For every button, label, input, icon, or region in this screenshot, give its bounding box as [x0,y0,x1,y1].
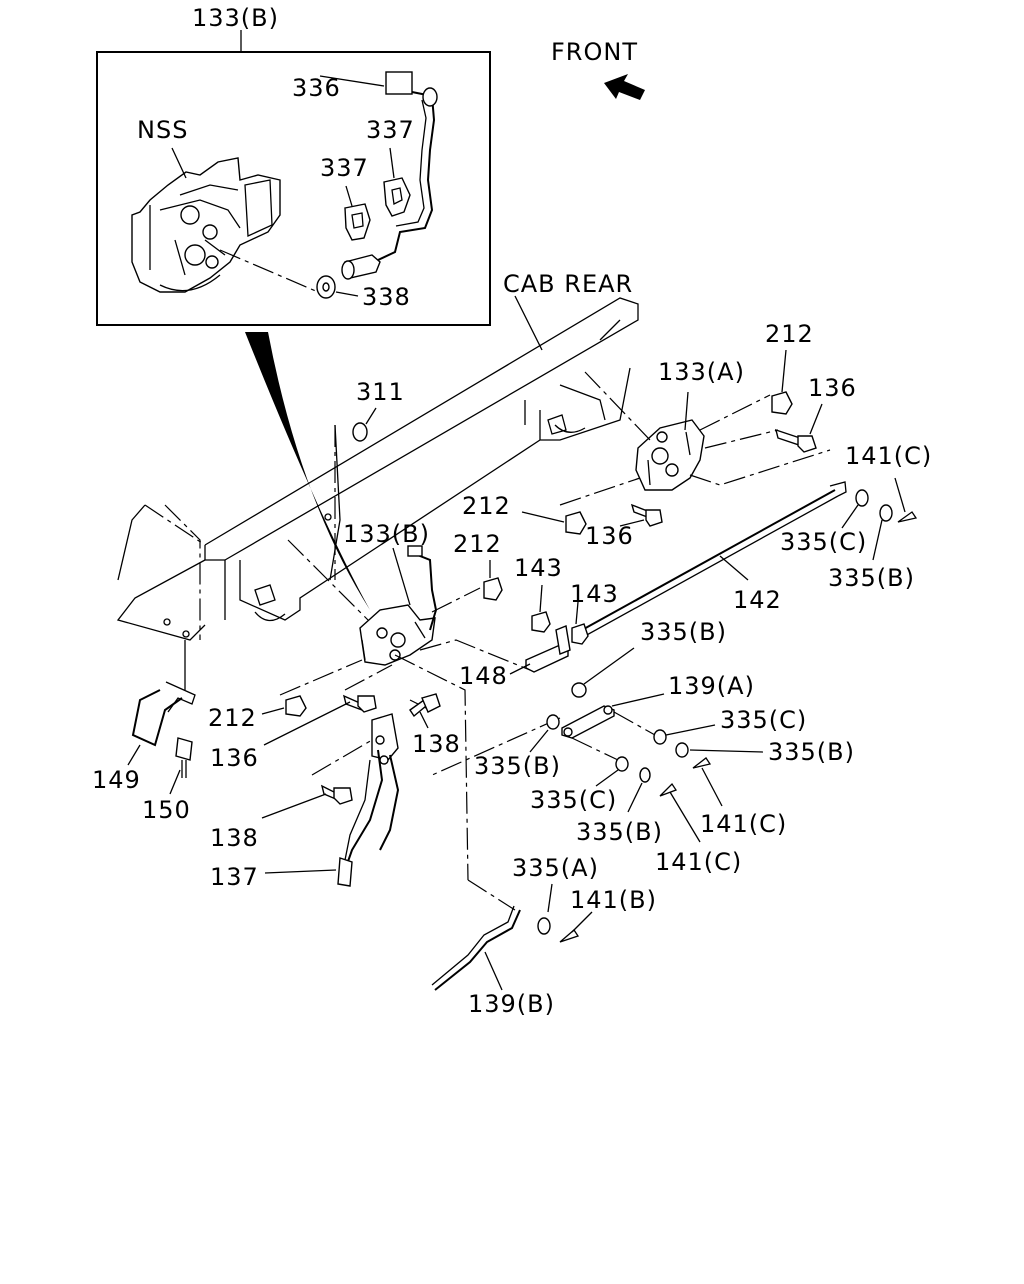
label-138-a: 138 [412,730,461,758]
label-141c-b: 141(C) [655,848,742,876]
label-212-d: 212 [208,704,257,732]
washers-mid-right: 335(C) 335(B) [653,706,855,766]
label-141c-c: 141(C) [700,810,787,838]
inset-frame [96,51,491,326]
label-141c-a: 141(C) [845,442,932,470]
cab-rear-crossmember: CAB REAR [116,270,639,690]
label-212-a: 212 [765,320,814,348]
label-311: 311 [356,378,405,406]
label-335b-d: 335(B) [474,752,561,780]
label-cab-rear: CAB REAR [503,270,633,298]
label-335b-b: 335(B) [640,618,727,646]
rod-139b: 139(B) [431,879,555,1018]
label-138-b: 138 [210,824,259,852]
label-212-c: 212 [453,530,502,558]
label-149: 149 [92,766,141,794]
label-338: 338 [362,283,411,311]
label-148: 148 [459,662,508,690]
bolt-136-c: 136 [210,694,377,772]
label-335c-c: 335(C) [530,786,617,814]
label-136-b: 136 [585,522,634,550]
front-indicator: FRONT [551,38,645,100]
label-nss: NSS [137,116,188,144]
nut-212-a: 212 [765,320,814,415]
label-139a: 139(A) [668,672,755,700]
latch-133a: 133(A) [559,358,831,506]
rod-142: 142 [581,481,847,637]
label-136-a: 136 [808,374,857,402]
label-143-a: 143 [514,554,563,582]
label-212-b: 212 [462,492,511,520]
bolt-136-b: 136 [585,503,663,550]
label-133a: 133(A) [658,358,745,386]
label-336: 336 [292,74,341,102]
nut-212-d: 212 [208,695,307,732]
label-137: 137 [210,863,259,891]
label-front: FRONT [551,38,638,66]
label-335a: 335(A) [512,854,599,882]
label-335b-a: 335(B) [828,564,915,592]
clip-141c-a: 141(C) [845,442,932,523]
part-311: 311 [352,378,405,442]
stay-149-bolt-150: 149 150 [92,681,196,824]
nss-switch-assembly: NSS [131,116,281,293]
lever-assembly: 137 [210,713,400,891]
washer-335b-b: 335(B) [571,618,727,698]
label-337-upper: 337 [366,116,415,144]
connector-336 [385,71,413,95]
switch-harness: 336 [292,71,438,280]
label-133b: 133(B) [343,520,430,548]
label-337-lower: 337 [320,154,369,182]
washer-338: 338 [219,249,411,311]
label-143-b: 143 [570,580,619,608]
clips-337: 337 337 [320,116,415,241]
inset-detail: 133(B) NSS 336 [96,4,491,326]
link-139a: 139(A) [429,672,755,777]
label-136-c: 136 [210,744,259,772]
bolt-138-a: 138 [409,693,461,758]
label-150: 150 [142,796,191,824]
inset-title: 133(B) [192,4,279,32]
washers-lower-left: 335(B) 335(C) [474,714,629,814]
washer-335a-clip-141b: 335(A) 141(B) [512,854,657,943]
nuts-143: 143 143 [514,554,619,645]
front-arrow-icon [604,74,645,100]
label-139b: 139(B) [468,990,555,1018]
washers-top-right: 335(C) 335(B) [780,489,915,592]
nut-212-c: 212 [453,530,503,601]
latch-133b: 133(B) [279,520,531,881]
label-335b-c: 335(B) [768,738,855,766]
bolt-136-a: 136 [775,374,857,453]
label-141b: 141(B) [570,886,657,914]
label-142: 142 [733,586,782,614]
nut-212-b: 212 [462,492,587,535]
washers-lower-center: 335(B) 141(C) 141(C) [576,757,787,876]
label-335c-a: 335(C) [780,528,867,556]
bolt-138-b: 138 [210,784,353,852]
label-335c-b: 335(C) [720,706,807,734]
inset-callout-pointer [245,332,370,610]
bracket-148: 148 [459,625,571,690]
label-335b-e: 335(B) [576,818,663,846]
